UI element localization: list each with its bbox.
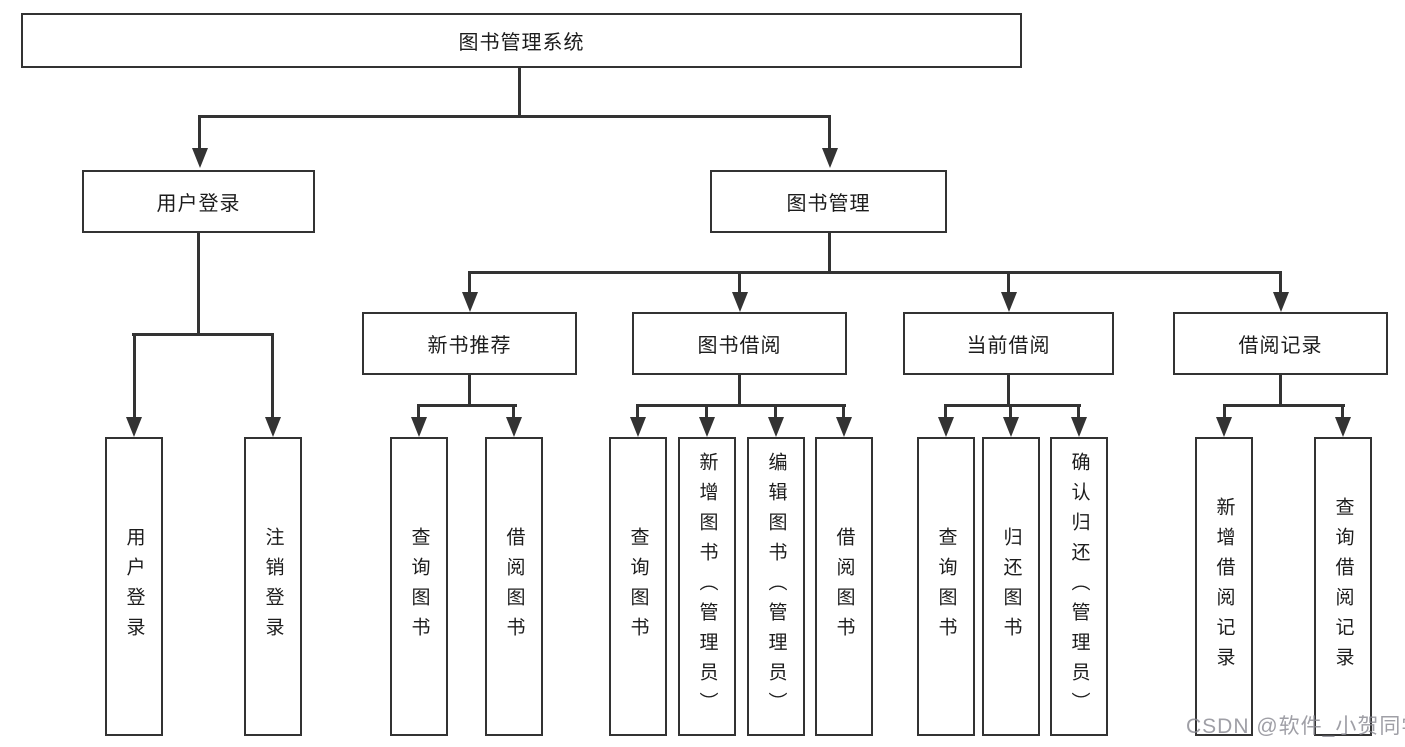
connector-to-leaf <box>417 404 420 417</box>
leaf-records-add-record-label: 新增借阅记录 <box>1213 496 1235 677</box>
connector-to-leaf <box>1009 404 1012 417</box>
arrowhead-down-icon <box>836 417 852 437</box>
connector-to-leaf <box>1223 404 1226 417</box>
node-new-book-recommend-label: 新书推荐 <box>427 335 512 357</box>
connector-recommend-crossbar <box>417 404 517 407</box>
connector-to-book-borrow <box>738 271 741 294</box>
connector-to-leaf <box>1341 404 1344 417</box>
connector-to-current-borrow <box>1007 271 1010 294</box>
leaf-logout-label: 注销登录 <box>262 526 284 647</box>
leaf-user-login: 用户登录 <box>105 437 163 736</box>
connector-current-borrow-stem <box>1007 375 1010 406</box>
leaf-logout: 注销登录 <box>244 437 302 736</box>
connector-book-management-crossbar <box>468 271 1282 274</box>
connector-to-leaf <box>842 404 845 417</box>
leaf-current-query-books-label: 查询图书 <box>935 526 957 647</box>
connector-to-borrow-records <box>1279 271 1282 294</box>
arrowhead-down-icon <box>699 417 715 437</box>
connector-recommend-stem <box>468 375 471 406</box>
arrowhead-down-icon <box>732 292 748 312</box>
connector-user-login-stem <box>197 233 200 335</box>
node-book-borrow-label: 图书借阅 <box>697 335 782 357</box>
connector-book-management-stem <box>828 233 831 273</box>
node-borrow-records: 借阅记录 <box>1173 312 1388 375</box>
connector-to-leaf <box>705 404 708 417</box>
leaf-borrow-add-books-admin: 新增图书（管理员） <box>678 437 736 736</box>
node-current-borrow-label: 当前借阅 <box>966 335 1051 357</box>
arrowhead-down-icon <box>1001 292 1017 312</box>
node-user-login: 用户登录 <box>82 170 315 233</box>
connector-root-crossbar <box>198 115 831 118</box>
arrowhead-down-icon <box>1335 417 1351 437</box>
leaf-user-login-label: 用户登录 <box>123 526 145 647</box>
leaf-current-query-books: 查询图书 <box>917 437 975 736</box>
node-book-management: 图书管理 <box>710 170 947 233</box>
leaf-recommend-borrow-books-label: 借阅图书 <box>503 526 525 647</box>
node-book-borrow: 图书借阅 <box>632 312 847 375</box>
connector-book-borrow-crossbar <box>636 404 846 407</box>
leaf-borrow-borrow-books: 借阅图书 <box>815 437 873 736</box>
leaf-records-add-record: 新增借阅记录 <box>1195 437 1253 736</box>
leaf-current-confirm-return-admin-label: 确认归还（管理员） <box>1068 451 1090 722</box>
connector-to-leaf-user-login <box>133 333 136 417</box>
connector-current-borrow-crossbar <box>944 404 1081 407</box>
leaf-borrow-query-books: 查询图书 <box>609 437 667 736</box>
leaf-current-return-books: 归还图书 <box>982 437 1040 736</box>
arrowhead-down-icon <box>265 417 281 437</box>
connector-to-leaf <box>512 404 515 417</box>
connector-to-leaf <box>636 404 639 417</box>
node-borrow-records-label: 借阅记录 <box>1238 335 1323 357</box>
csdn-watermark: CSDN @软件_小贺同学 <box>1186 715 1405 738</box>
connector-borrow-records-stem <box>1279 375 1282 406</box>
connector-user-login-crossbar <box>132 333 274 336</box>
arrowhead-down-icon <box>411 417 427 437</box>
leaf-recommend-query-books-label: 查询图书 <box>408 526 430 647</box>
connector-to-new-book-recommend <box>468 271 471 294</box>
leaf-borrow-edit-books-admin: 编辑图书（管理员） <box>747 437 805 736</box>
arrowhead-down-icon <box>768 417 784 437</box>
connector-root-to-book-management <box>828 115 831 148</box>
connector-book-borrow-stem <box>738 375 741 406</box>
leaf-borrow-edit-books-admin-label: 编辑图书（管理员） <box>765 451 787 722</box>
connector-root-stem <box>518 68 521 117</box>
connector-to-leaf-logout <box>271 333 274 417</box>
leaf-borrow-query-books-label: 查询图书 <box>627 526 649 647</box>
node-current-borrow: 当前借阅 <box>903 312 1114 375</box>
arrowhead-down-icon <box>822 148 838 168</box>
arrowhead-down-icon <box>1273 292 1289 312</box>
connector-to-leaf <box>944 404 947 417</box>
leaf-records-query-record: 查询借阅记录 <box>1314 437 1372 736</box>
connector-borrow-records-crossbar <box>1223 404 1345 407</box>
node-root-label: 图书管理系统 <box>458 32 585 54</box>
leaf-borrow-add-books-admin-label: 新增图书（管理员） <box>696 451 718 722</box>
arrowhead-down-icon <box>630 417 646 437</box>
connector-to-leaf <box>1077 404 1080 417</box>
node-new-book-recommend: 新书推荐 <box>362 312 577 375</box>
leaf-recommend-borrow-books: 借阅图书 <box>485 437 543 736</box>
node-user-login-label: 用户登录 <box>156 193 241 215</box>
arrowhead-down-icon <box>506 417 522 437</box>
node-book-management-label: 图书管理 <box>786 193 871 215</box>
node-root: 图书管理系统 <box>21 13 1022 68</box>
arrowhead-down-icon <box>126 417 142 437</box>
leaf-recommend-query-books: 查询图书 <box>390 437 448 736</box>
arrowhead-down-icon <box>192 148 208 168</box>
leaf-borrow-borrow-books-label: 借阅图书 <box>833 526 855 647</box>
arrowhead-down-icon <box>938 417 954 437</box>
connector-to-leaf <box>774 404 777 417</box>
connector-root-to-user-login <box>198 115 201 148</box>
arrowhead-down-icon <box>462 292 478 312</box>
leaf-current-return-books-label: 归还图书 <box>1000 526 1022 647</box>
arrowhead-down-icon <box>1216 417 1232 437</box>
arrowhead-down-icon <box>1071 417 1087 437</box>
leaf-current-confirm-return-admin: 确认归还（管理员） <box>1050 437 1108 736</box>
leaf-records-query-record-label: 查询借阅记录 <box>1332 496 1354 677</box>
arrowhead-down-icon <box>1003 417 1019 437</box>
